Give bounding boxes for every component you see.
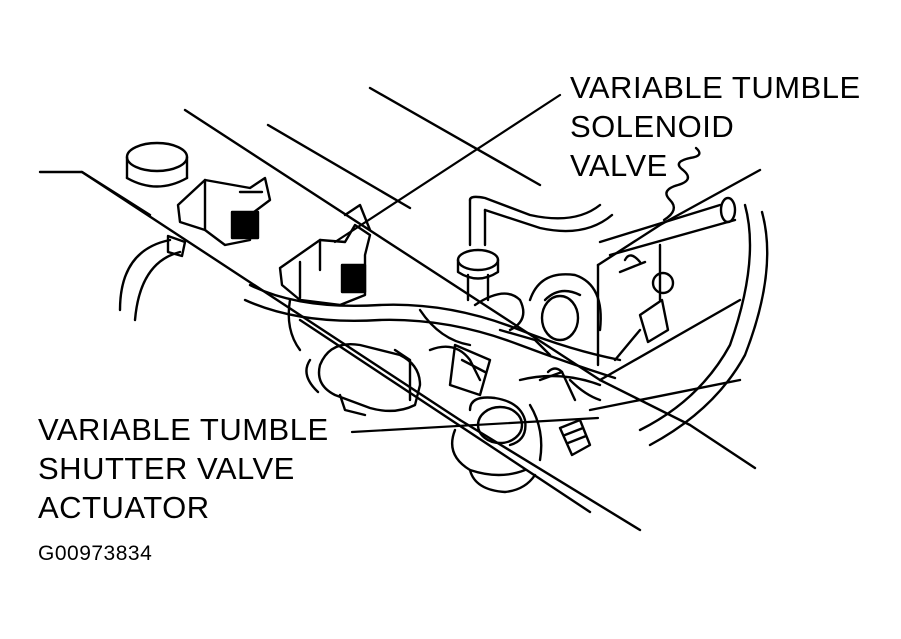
- wire-harness-icon: [243, 283, 622, 387]
- callout-solenoid-line-3: VALVE: [570, 148, 668, 183]
- callout-shutter-valve-actuator: VARIABLE TUMBLE SHUTTER VALVE ACTUATOR: [38, 410, 329, 527]
- right-hose-icon: [598, 196, 769, 447]
- callout-actuator-line-2: SHUTTER VALVE: [38, 451, 295, 486]
- harness-connector-icon: [538, 367, 602, 457]
- figure-id: G00973834: [38, 542, 153, 565]
- coil-spring-icon: [662, 146, 701, 222]
- engine-body-lines: [38, 86, 757, 532]
- solenoid-leader-line: [333, 93, 562, 244]
- solenoid-valve-icon: [278, 203, 372, 307]
- callout-leaders: [333, 93, 600, 434]
- vacuum-pipe-icon: [456, 195, 614, 332]
- callout-solenoid-line-1: VARIABLE TUMBLE: [570, 70, 861, 105]
- shutter-valve-actuator-icon: [305, 343, 492, 417]
- reservoir-cap-icon: [125, 141, 189, 188]
- callout-solenoid-line-2: SOLENOID: [570, 109, 735, 144]
- left-connector-icon: [176, 176, 272, 247]
- callout-solenoid-valve: VARIABLE TUMBLE SOLENOID VALVE: [570, 68, 861, 185]
- actuator-leader-line: [350, 416, 600, 434]
- actuator-housing-icon: [450, 396, 543, 494]
- left-hose-icon: [118, 234, 187, 322]
- callout-actuator-line-3: ACTUATOR: [38, 490, 210, 525]
- callout-actuator-line-1: VARIABLE TUMBLE: [38, 412, 329, 447]
- throttle-body-icon: [528, 273, 602, 342]
